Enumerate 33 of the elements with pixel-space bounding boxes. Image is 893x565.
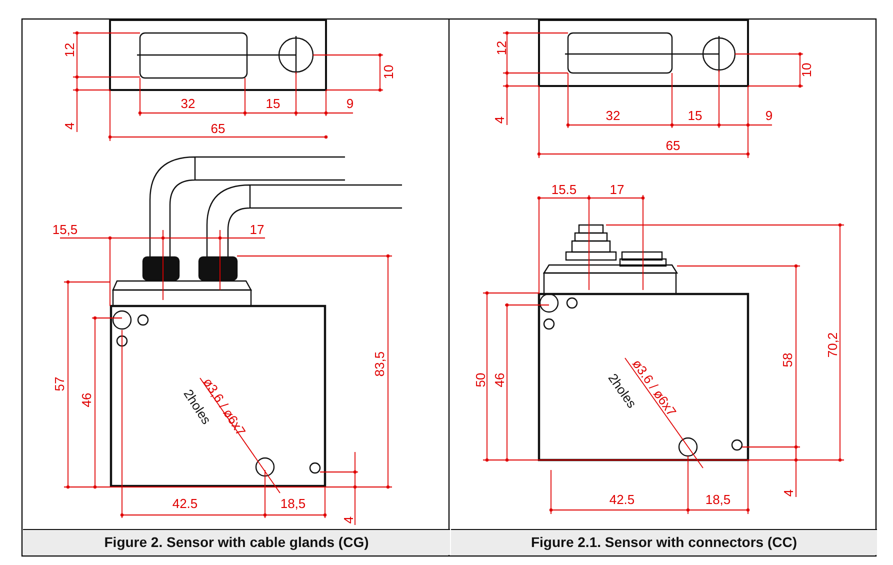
dimension-value: 17 — [250, 223, 264, 237]
dimension-value: 4 — [782, 489, 796, 497]
dimension-value: 32 — [606, 109, 620, 123]
dimension-value: 10 — [800, 62, 814, 78]
dimension-value: 15.5 — [551, 183, 577, 197]
dimension-value: 9 — [765, 109, 773, 123]
dimension-value: 18,5 — [705, 493, 731, 507]
dimension-value: 9 — [346, 97, 354, 111]
dimension-value: 57 — [53, 376, 67, 392]
dimension-value: 42.5 — [172, 497, 198, 511]
dimension-value: 18,5 — [280, 497, 306, 511]
dimension-value: 50 — [474, 372, 488, 388]
dimension-value: 15 — [266, 97, 280, 111]
dimension-value: 4 — [342, 516, 356, 524]
dimension-value: 65 — [666, 139, 680, 153]
dimension-value: 12 — [495, 40, 509, 56]
dimension-value: 42.5 — [609, 493, 635, 507]
figure-caption: Figure 2.1. Sensor with connectors (CC) — [451, 529, 877, 555]
dimension-value: 10 — [382, 64, 396, 80]
figure-caption: Figure 2. Sensor with cable glands (CG) — [23, 529, 450, 555]
dimension-value: 4 — [63, 122, 77, 130]
dimension-value: 15,5 — [52, 223, 78, 237]
dimension-value: 46 — [80, 392, 94, 408]
dimension-value: 4 — [493, 116, 507, 124]
dimension-value: 65 — [210, 122, 226, 136]
dimension-value: 70,2 — [826, 332, 840, 358]
dimension-value: 12 — [63, 42, 77, 58]
dimension-value: 15 — [688, 109, 702, 123]
dimension-value: 83,5 — [373, 351, 387, 377]
dimension-value: 58 — [781, 352, 795, 368]
dimension-value: 17 — [610, 183, 624, 197]
dimension-value: 32 — [180, 97, 196, 111]
dimension-value: 46 — [493, 372, 507, 388]
